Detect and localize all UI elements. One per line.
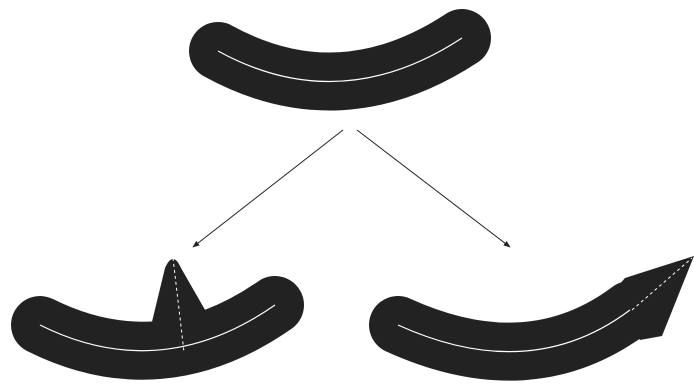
right-stroke-body xyxy=(398,310,630,352)
left-result-stroke xyxy=(40,258,275,352)
source-stroke-body xyxy=(218,38,462,82)
source-stroke xyxy=(218,38,462,82)
arrow-right xyxy=(357,130,510,247)
arrow-left xyxy=(193,130,343,247)
right-result-stroke xyxy=(398,256,694,352)
